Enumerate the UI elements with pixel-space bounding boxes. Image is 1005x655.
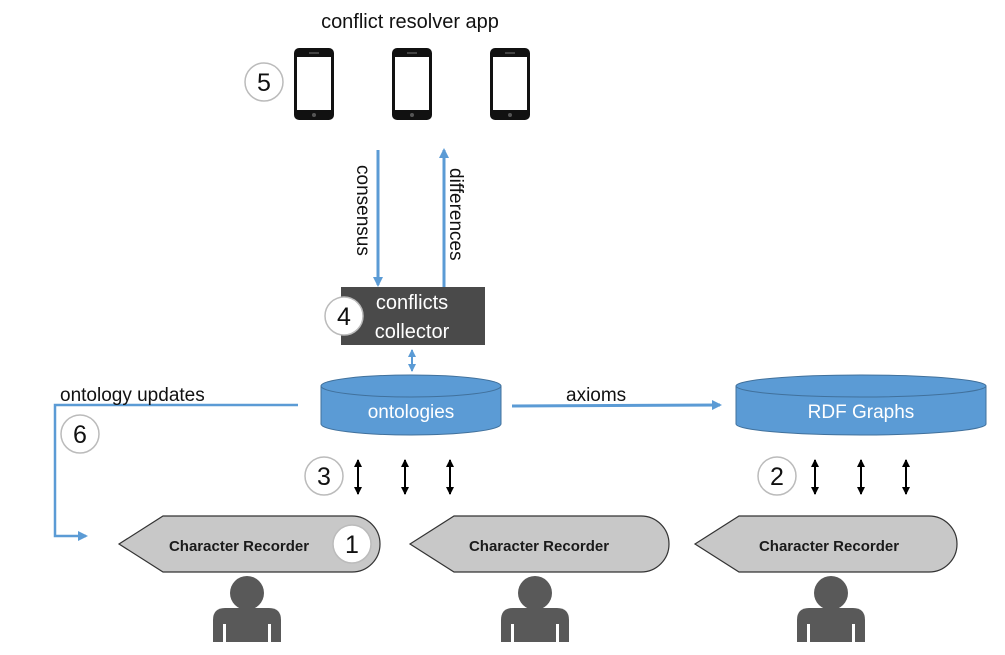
phone-icon	[392, 48, 432, 120]
step-badge-4: 4	[324, 296, 364, 336]
app-title: conflict resolver app	[321, 11, 499, 33]
axioms-arrow	[511, 400, 722, 411]
axioms-label: axioms	[566, 385, 626, 406]
character-recorder: Character Recorder	[408, 515, 670, 573]
consensus-label: consensus	[352, 165, 373, 256]
step-badge-2: 2	[757, 456, 797, 496]
badge-label: 1	[345, 531, 359, 559]
recorder-label: Character Recorder	[469, 538, 609, 555]
character-recorder: Character Recorder	[117, 515, 381, 573]
collector-line2: collector	[375, 321, 450, 343]
badge-label: 3	[317, 463, 331, 491]
collector-line1: conflicts	[376, 292, 448, 314]
badge-label: 6	[73, 421, 87, 449]
phone-icon	[294, 48, 334, 120]
rdf-graphs-label: RDF Graphs	[808, 402, 915, 423]
step-badge-1: 1	[332, 524, 372, 564]
recorder-label: Character Recorder	[759, 538, 899, 555]
character-recorder: Character Recorder	[693, 515, 958, 573]
ontologies-label: ontologies	[368, 402, 455, 423]
recorder-label: Character Recorder	[169, 538, 309, 555]
ontologies-store: ontologies	[320, 374, 502, 436]
person-icon	[797, 576, 865, 642]
rdf-graphs-store: RDF Graphs	[735, 374, 987, 436]
badge-label: 5	[257, 69, 271, 97]
step-badge-3: 3	[304, 456, 344, 496]
person-icon	[213, 576, 281, 642]
step-badge-5: 5	[244, 62, 284, 102]
phone-icon	[490, 48, 530, 120]
step-badge-6: 6	[60, 414, 100, 454]
differences-label: differences	[445, 168, 466, 261]
badge-label: 4	[337, 303, 351, 331]
ontology-updates-label: ontology updates	[60, 385, 205, 406]
ontology-updates-arrow	[53, 403, 298, 541]
person-icon	[501, 576, 569, 642]
conflicts-collector-box: conflicts collector	[341, 287, 485, 345]
badge-label: 2	[770, 463, 784, 491]
